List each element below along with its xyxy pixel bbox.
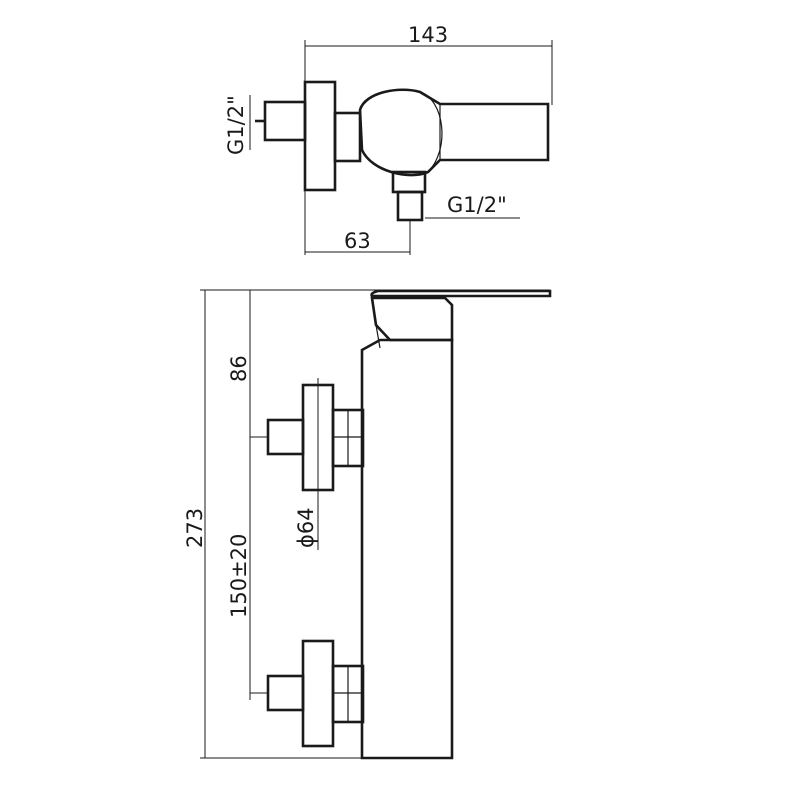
dim-text-143: 143 (408, 23, 448, 47)
lever-side (375, 324, 381, 349)
dim-text-150: 150±20 (227, 534, 251, 618)
dim-text-phi64: ϕ64 (294, 507, 318, 548)
union-nut (333, 111, 362, 163)
side-view: 273 86 150±20 ϕ64 (183, 289, 552, 760)
inlet-connector (263, 100, 307, 142)
mixer-body (358, 88, 550, 177)
mixer-body-side (360, 338, 454, 760)
outlet-thread-label: G1/2" (447, 193, 507, 217)
lever-handle (370, 289, 552, 298)
lever-base (370, 296, 454, 342)
dim-text-273: 273 (183, 508, 207, 548)
dim-text-86: 86 (227, 355, 251, 382)
top-view: 143 G1/2" G1/2" 63 (224, 23, 553, 255)
wall-flange (303, 80, 337, 192)
lower-flange (301, 639, 335, 748)
body-curve (419, 91, 443, 173)
inlet-thread-label: G1/2" (224, 95, 248, 155)
lower-pipe (266, 674, 305, 712)
upper-connection: ϕ64 (266, 378, 365, 550)
lower-connection (266, 639, 365, 748)
dim-text-63: 63 (344, 229, 371, 253)
outlet-connector-lower (396, 190, 424, 222)
upper-pipe (266, 418, 305, 456)
